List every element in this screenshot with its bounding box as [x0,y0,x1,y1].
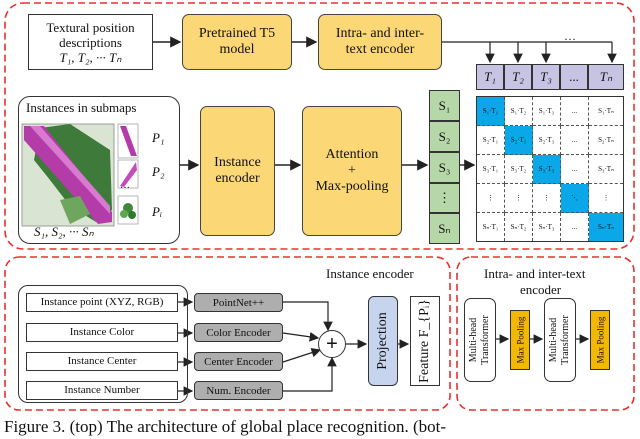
matrix-cell: S₃·T₂ [505,155,533,184]
matrix-cell: S₃·T₃ [533,155,561,184]
feature-label: Feature F_{Pᵢ} [417,299,432,383]
t5-line-2: model [219,42,255,57]
text-encoder-title-2: encoder [520,282,562,297]
input-instance-center: Instance Center [26,352,178,371]
matrix-cell: Sₙ·T₂ [505,213,533,241]
transformer-1-label: Multi-head Transformer [468,315,491,365]
instance-encoder-line-2: encoder [215,171,260,186]
token-t2: T₂ [504,64,532,90]
projection-label: Projection [375,312,391,370]
attention-box: Attention + Max-pooling [302,106,402,236]
matrix-cell: S₂·T₂ [505,126,533,155]
top-region-border [4,2,635,250]
matrix-cell: S₁·T₂ [505,97,533,126]
token-dots: ··· [564,32,576,46]
text-encoder-region-border [456,256,635,411]
token-t3: T₃ [532,64,560,90]
matrix-cell: Sₙ·T₃ [533,213,561,241]
text-encoder-box: Intra- and inter- text encoder [318,14,442,70]
similarity-matrix: S₁·T₁ S₁·T₂ S₁·T₃ ... S₁·Tₙ S₂·T₁ S₂·T₂ … [476,96,624,242]
pretrained-t5-box: Pretrained T5 model [182,14,292,70]
instance-thumbnail-i [117,195,139,225]
instance-encoder-line-1: Instance [214,155,261,170]
matrix-cell: ⋱ [561,184,589,213]
sum-node: + [318,330,346,358]
textual-line-2: descriptions [59,34,122,50]
p-label-dots: ··· [120,183,130,194]
instance-thumbnail-1 [117,123,139,159]
token-tn: Tₙ [588,64,624,90]
matrix-cell: S₂·T₁ [477,126,505,155]
instance-encoder-region-border [4,256,451,411]
input-instance-point: Instance point (XYZ, RGB) [26,293,178,312]
matrix-cell: S₁·Tₙ [589,97,623,126]
textual-line-3: T₁, T₂, ··· Tₙ [59,49,122,65]
matrix-cell: Sₙ·T₁ [477,213,505,241]
matrix-cell: S₃·T₁ [477,155,505,184]
instances-title: Instances in submaps [26,100,137,115]
matrix-cell: ⋮ [477,184,505,213]
matrix-cell: S₁·T₁ [477,97,505,126]
attention-line-3: Max-pooling [315,179,389,194]
instance-encoder-title: Instance encoder [326,266,414,281]
s-label-n: Sₙ [429,213,460,244]
transformer-2-label: Multi-head Transformer [548,315,571,365]
token-t1: T₁ [476,64,504,90]
textual-descriptions-box: Textural position descriptions T₁, T₂, ·… [28,14,153,70]
text-encoder-line-1: Intra- and inter- [335,26,425,41]
s-label-dots: ⋮ [429,183,460,213]
transformer-1: Multi-head Transformer [464,298,496,382]
figure-caption: Figure 3. (top) The architecture of glob… [4,417,446,436]
instances-subtitle: S₁, S₂, ··· Sₙ [34,224,94,239]
matrix-cell: S₂·Tₙ [589,126,623,155]
input-instance-color: Instance Color [26,323,178,342]
matrix-cell: ⋮ [505,184,533,213]
textual-line-1: Textural position [46,19,135,35]
instances-group [18,96,180,244]
token-dots-cell: ... [560,64,588,90]
matrix-cell: ⋮ [533,184,561,213]
instance-thumbnail-2 [117,159,139,189]
matrix-cell: ... [561,213,589,241]
attention-line-2: + [348,163,356,178]
matrix-cell: Sₙ·Tₙ [589,213,623,241]
text-encoder-title-1: Intra- and inter-text [484,266,586,281]
inputs-group [18,285,188,403]
matrix-cell: ... [561,155,589,184]
text-encoder-line-2: text encoder [345,42,415,57]
t5-line-1: Pretrained T5 [198,26,276,41]
pooling-1: Max Pooling [510,310,530,370]
matrix-cell: ⋮ [589,184,623,213]
p-label-2: P₂ [152,164,165,179]
encoder-pointnet: PointNet++ [194,293,283,312]
encoder-num: Num. Encoder [194,381,283,400]
pooling-2-label: Max Pooling [595,316,606,364]
feature-box: Feature F_{Pᵢ} [410,296,440,386]
encoder-center: Center Encoder [194,352,283,371]
matrix-cell: S₁·T₃ [533,97,561,126]
projection-box: Projection [368,296,398,386]
instance-encoder-box: Instance encoder [200,106,275,236]
p-label-1: P₁ [152,130,165,145]
input-instance-number: Instance Number [26,381,178,400]
s-label-3: S₃ [429,152,460,183]
matrix-cell: ... [561,126,589,155]
p-label-i: Pᵢ [152,204,162,219]
transformer-2: Multi-head Transformer [544,298,576,382]
matrix-cell: S₃·Tₙ [589,155,623,184]
matrix-cell: ... [561,97,589,126]
pooling-2: Max Pooling [590,310,610,370]
encoder-color: Color Encoder [194,323,283,342]
attention-line-1: Attention [325,147,379,162]
s-label-1: S₁ [429,90,460,121]
pooling-1-label: Max Pooling [515,316,526,364]
matrix-cell: S₂·T₃ [533,126,561,155]
submap-point-cloud-image [21,123,115,227]
s-label-2: S₂ [429,121,460,152]
